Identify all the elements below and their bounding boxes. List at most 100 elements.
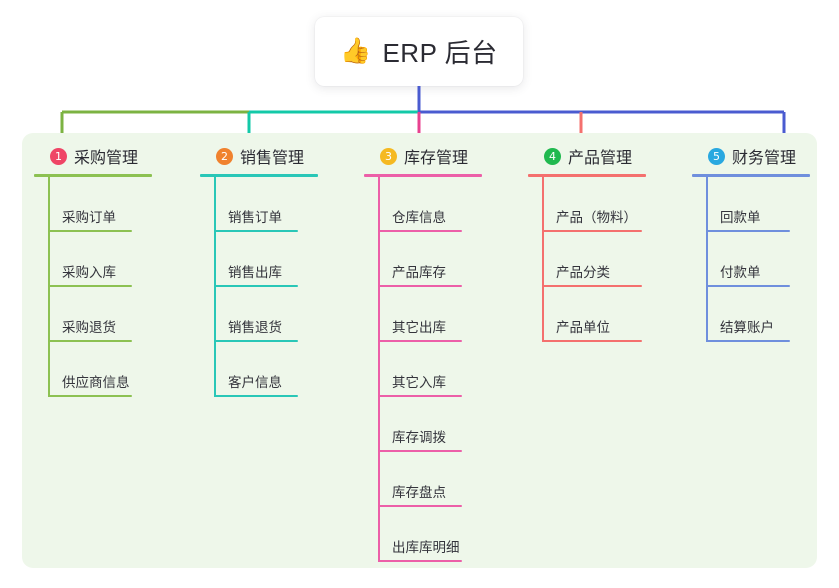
mindmap-item-label: 其它出库 (392, 320, 446, 336)
mindmap-item-rule (214, 230, 298, 232)
column-item-list: 采购订单采购入库采购退货供应商信息 (34, 177, 152, 397)
mindmap-item-rule (378, 395, 462, 397)
column-title: 产品管理 (568, 150, 633, 167)
mindmap-item[interactable]: 采购退货 (48, 287, 152, 342)
mindmap-item-rule (48, 395, 132, 397)
mindmap-item-rule (378, 230, 462, 232)
column-spine (378, 177, 380, 562)
mindmap-item-label: 结算账户 (720, 320, 774, 336)
mindmap-item[interactable]: 产品分类 (542, 232, 646, 287)
mindmap-item-rule (542, 230, 642, 232)
mindmap-item-rule (542, 285, 642, 287)
column-number-badge: 5 (708, 147, 725, 165)
mindmap-item-label: 采购入库 (62, 265, 116, 281)
mindmap-item-label: 产品（物料） (556, 210, 637, 226)
mindmap-item-label: 销售订单 (228, 210, 282, 226)
root-node-card[interactable]: 👍 ERP 后台 (315, 17, 523, 86)
mindmap-item-rule (48, 340, 132, 342)
root-node-title: ERP 后台 (382, 38, 498, 68)
column-spine (542, 177, 544, 342)
mindmap-item-rule (378, 560, 462, 562)
mindmap-item-rule (214, 285, 298, 287)
column-item-list: 仓库信息产品库存其它出库其它入库库存调拨库存盘点出库库明细 (364, 177, 482, 562)
mindmap-item-label: 库存调拨 (392, 430, 446, 446)
column-header-rule (200, 174, 318, 177)
column-title: 销售管理 (240, 150, 305, 167)
thumbs-up-icon: 👍 (340, 37, 372, 65)
mindmap-item-label: 产品库存 (392, 265, 446, 281)
mindmap-item-label: 出库库明细 (392, 540, 460, 556)
mindmap-item-label: 回款单 (720, 210, 761, 226)
mindmap-item-label: 产品分类 (556, 265, 610, 281)
mindmap-item-rule (214, 395, 298, 397)
root-node-content: 👍 ERP 后台 (340, 33, 497, 70)
mindmap-item-label: 采购退货 (62, 320, 116, 336)
column-header-rule (34, 174, 152, 177)
mindmap-panel: 1 采购管理采购订单采购入库采购退货供应商信息 2 销售管理销售订单销售出库销售退货客… (22, 133, 817, 568)
column-header[interactable]: 4 产品管理 (528, 141, 646, 171)
mindmap-item-label: 销售退货 (228, 320, 282, 336)
mindmap-item-label: 供应商信息 (62, 375, 130, 391)
mindmap-item[interactable]: 库存盘点 (378, 452, 482, 507)
mindmap-item-label: 客户信息 (228, 375, 282, 391)
mindmap-item-label: 销售出库 (228, 265, 282, 281)
mindmap-item[interactable]: 采购订单 (48, 177, 152, 232)
mindmap-item-rule (48, 230, 132, 232)
mindmap-item-rule (214, 340, 298, 342)
column-number-badge: 4 (544, 147, 561, 165)
mindmap-item-rule (706, 340, 790, 342)
mindmap-item[interactable]: 产品库存 (378, 232, 482, 287)
mindmap-item-label: 仓库信息 (392, 210, 446, 226)
column-spine (48, 177, 50, 397)
mindmap-item[interactable]: 回款单 (706, 177, 810, 232)
mindmap-item[interactable]: 供应商信息 (48, 342, 152, 397)
mindmap-item[interactable]: 仓库信息 (378, 177, 482, 232)
column-header[interactable]: 1 采购管理 (34, 141, 152, 171)
column-header[interactable]: 3 库存管理 (364, 141, 482, 171)
mindmap-item[interactable]: 产品单位 (542, 287, 646, 342)
mindmap-item-label: 付款单 (720, 265, 761, 281)
mindmap-item[interactable]: 库存调拨 (378, 397, 482, 452)
mindmap-item[interactable]: 出库库明细 (378, 507, 482, 562)
mindmap-item-label: 其它入库 (392, 375, 446, 391)
mindmap-item[interactable]: 采购入库 (48, 232, 152, 287)
mindmap-column: 2 销售管理销售订单销售出库销售退货客户信息 (200, 141, 318, 397)
column-header-rule (364, 174, 482, 177)
mindmap-item[interactable]: 其它出库 (378, 287, 482, 342)
mindmap-column: 4 产品管理产品（物料） 产品分类产品单位 (528, 141, 646, 342)
column-header-rule (692, 174, 810, 177)
mindmap-column: 1 采购管理采购订单采购入库采购退货供应商信息 (34, 141, 152, 397)
mindmap-item[interactable]: 付款单 (706, 232, 810, 287)
mindmap-column: 3 库存管理仓库信息产品库存其它出库其它入库库存调拨库存盘点出库库明细 (364, 141, 482, 562)
column-number-badge: 3 (380, 147, 397, 165)
mindmap-item[interactable]: 结算账户 (706, 287, 810, 342)
mindmap-item-rule (706, 285, 790, 287)
column-header[interactable]: 2 销售管理 (200, 141, 318, 171)
column-title: 库存管理 (404, 150, 469, 167)
mindmap-item[interactable]: 销售退货 (214, 287, 318, 342)
mindmap-item-label: 库存盘点 (392, 485, 446, 501)
mindmap-item-label: 产品单位 (556, 320, 610, 336)
column-spine (706, 177, 708, 342)
mindmap-item-rule (378, 505, 462, 507)
mindmap-item-rule (378, 340, 462, 342)
column-number-badge: 2 (216, 147, 233, 165)
column-title: 采购管理 (74, 150, 139, 167)
mindmap-item[interactable]: 销售订单 (214, 177, 318, 232)
mindmap-item[interactable]: 销售出库 (214, 232, 318, 287)
mindmap-item[interactable]: 客户信息 (214, 342, 318, 397)
column-header-rule (528, 174, 646, 177)
mindmap-item-rule (378, 450, 462, 452)
mindmap-item[interactable]: 产品（物料） (542, 177, 646, 232)
mindmap-item-rule (542, 340, 642, 342)
column-item-list: 回款单付款单结算账户 (692, 177, 810, 342)
mindmap-item-rule (48, 285, 132, 287)
mindmap-item[interactable]: 其它入库 (378, 342, 482, 397)
column-number-badge: 1 (50, 147, 67, 165)
mindmap-item-rule (706, 230, 790, 232)
mindmap-item-rule (378, 285, 462, 287)
column-item-list: 产品（物料） 产品分类产品单位 (528, 177, 646, 342)
mindmap-item-label: 采购订单 (62, 210, 116, 226)
